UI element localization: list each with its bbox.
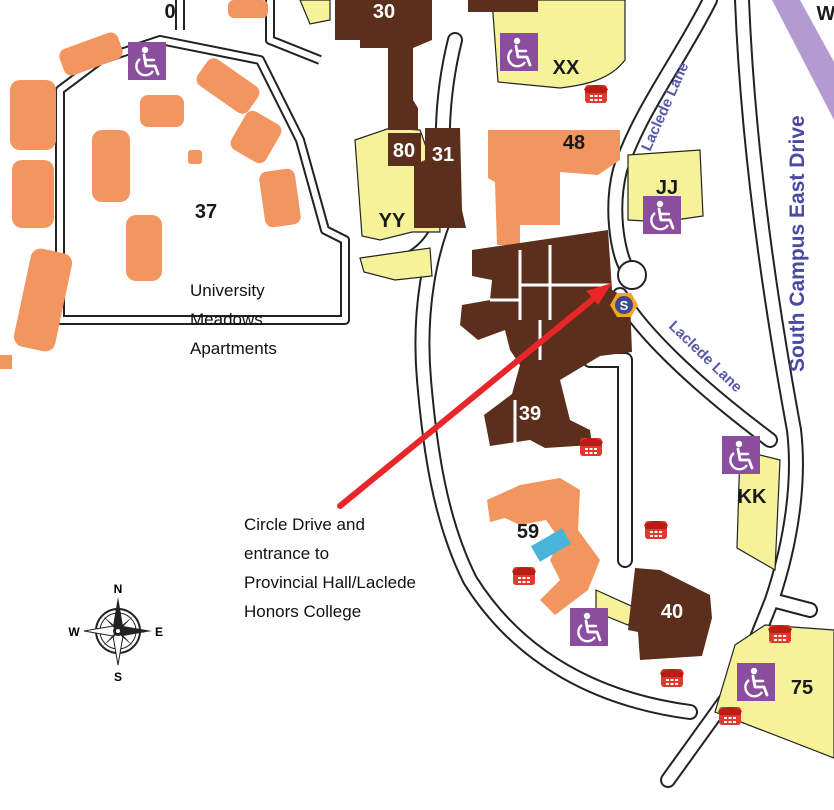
emergency-phone-icon: [584, 85, 608, 103]
callout-line: University: [190, 281, 265, 300]
callout-line: Circle Drive and: [244, 515, 365, 534]
label-building-37: 37: [195, 201, 217, 223]
parking-lots: [299, 0, 834, 759]
building-59: [487, 478, 600, 615]
label-lot-yy: YY: [379, 210, 406, 232]
pool: [530, 528, 572, 562]
emergency-phone-icon: [512, 567, 536, 585]
callout-line: entrance to: [244, 544, 330, 563]
accessibility-icon: [568, 606, 610, 648]
parking-lot-kk: [736, 449, 781, 572]
callout-university-meadows: University Meadows Apartments: [190, 276, 277, 363]
label-building-31: 31: [432, 144, 454, 166]
label-partial-zero: 0: [164, 1, 175, 23]
emergency-phone-icon: [660, 669, 684, 687]
emergency-phone-icon: [718, 707, 742, 725]
label-building-59: 59: [517, 521, 539, 543]
shuttle-stop-icon: S: [610, 293, 638, 317]
building-31: [414, 128, 466, 228]
callout-line: Honors College: [244, 602, 362, 621]
accessibility-icon: [126, 40, 168, 82]
road-south-campus-east-drive: South Campus East Drive: [786, 115, 809, 372]
label-building-30: 30: [373, 1, 395, 23]
label-partial-w: W: [817, 3, 834, 25]
compass-n: N: [114, 582, 123, 596]
svg-text:S: S: [620, 298, 629, 313]
label-lot-kk: KK: [738, 486, 767, 508]
accessibility-icon: [641, 194, 683, 236]
apartment-buildings: [0, 0, 620, 615]
emergency-phone-icon: [579, 438, 603, 456]
east-road-strip: [772, 0, 834, 120]
callout-circle-drive: Circle Drive and entrance to Provincial …: [244, 510, 416, 626]
label-lot-jj: JJ: [656, 177, 678, 199]
label-building-48: 48: [563, 132, 585, 154]
compass-rose-icon: N S E W: [68, 582, 163, 684]
accessibility-icon: [735, 661, 777, 703]
emergency-phone-icon: [768, 625, 792, 643]
emergency-phone-icon: [644, 521, 668, 539]
accessibility-icon: [720, 434, 762, 476]
label-building-39: 39: [519, 403, 541, 425]
callout-line: Provincial Hall/Laclede: [244, 573, 416, 592]
compass-w: W: [68, 625, 80, 639]
building-40: [628, 568, 712, 660]
compass-s: S: [114, 670, 122, 684]
label-building-80: 80: [393, 140, 415, 162]
pointer-arrow: [337, 283, 612, 509]
building-48: [488, 130, 620, 245]
label-lot-75: 75: [791, 677, 813, 699]
accessibility-icon: [498, 31, 540, 73]
building-30: [335, 0, 432, 130]
label-lot-xx: XX: [553, 57, 580, 79]
label-building-40: 40: [661, 601, 683, 623]
callout-line: Meadows: [190, 310, 263, 329]
compass-e: E: [155, 625, 163, 639]
callout-line: Apartments: [190, 339, 277, 358]
